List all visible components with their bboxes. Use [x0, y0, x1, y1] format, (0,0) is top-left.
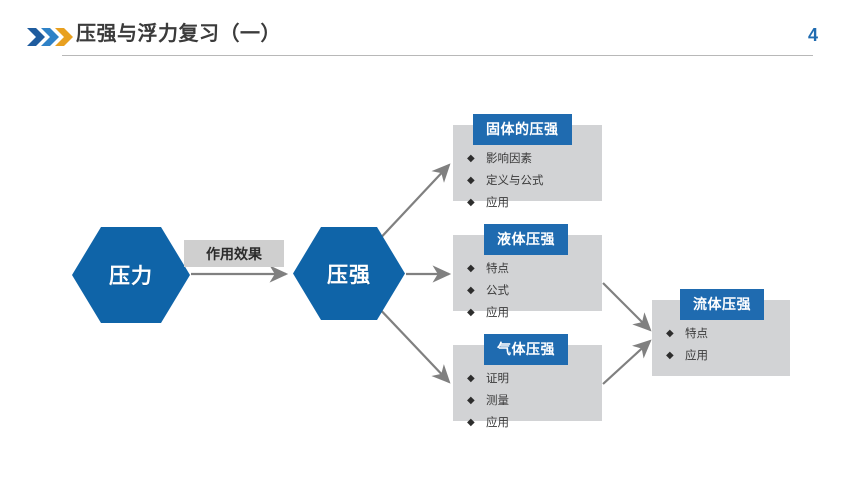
list-item: ◆ 应用 — [467, 414, 509, 432]
diamond-bullet-icon: ◆ — [467, 307, 475, 318]
card-fluid-pressure-list: ◆ 特点 ◆ 应用 — [666, 325, 708, 369]
list-item-label: 特点 — [486, 263, 509, 275]
list-item-label: 公式 — [486, 285, 509, 297]
card-fluid-pressure-title: 流体压强 — [680, 289, 764, 320]
list-item-label: 测量 — [486, 395, 509, 407]
card-gas-pressure-list: ◆ 证明 ◆ 测量 ◆ 应用 — [467, 370, 509, 436]
list-item-label: 应用 — [486, 307, 509, 319]
header-divider — [62, 55, 813, 56]
list-item-label: 应用 — [486, 197, 509, 209]
list-item: ◆ 定义与公式 — [467, 172, 544, 190]
list-item: ◆ 特点 — [666, 325, 708, 343]
node-pressure-label: 压强 — [327, 263, 371, 287]
list-item: ◆ 影响因素 — [467, 150, 544, 168]
chevron-triple-icon — [27, 27, 73, 47]
diamond-bullet-icon: ◆ — [467, 197, 475, 208]
list-item: ◆ 应用 — [467, 194, 544, 212]
card-gas-pressure-title: 气体压强 — [484, 334, 568, 365]
list-item-label: 应用 — [486, 417, 509, 429]
card-solid-pressure-title: 固体的压强 — [473, 114, 572, 145]
diamond-bullet-icon: ◆ — [467, 285, 475, 296]
list-item: ◆ 应用 — [666, 347, 708, 365]
edge-label-effect: 作用效果 — [184, 240, 284, 267]
list-item-label: 证明 — [486, 373, 509, 385]
diamond-bullet-icon: ◆ — [467, 417, 475, 428]
page-number: 4 — [807, 25, 818, 45]
diamond-bullet-icon: ◆ — [467, 263, 475, 274]
diamond-bullet-icon: ◆ — [467, 153, 475, 164]
diamond-bullet-icon: ◆ — [467, 175, 475, 186]
node-pressure[interactable]: 压强 — [293, 227, 405, 320]
list-item: ◆ 应用 — [467, 304, 509, 322]
card-solid-pressure-list: ◆ 影响因素 ◆ 定义与公式 ◆ 应用 — [467, 150, 544, 216]
page-title: 压强与浮力复习（一） — [76, 23, 281, 45]
list-item-label: 定义与公式 — [486, 175, 544, 187]
card-liquid-pressure-title: 液体压强 — [484, 224, 568, 255]
list-item: ◆ 公式 — [467, 282, 509, 300]
list-item-label: 应用 — [685, 350, 708, 362]
list-item: ◆ 测量 — [467, 392, 509, 410]
list-item-label: 特点 — [685, 328, 708, 340]
diamond-bullet-icon: ◆ — [666, 350, 674, 361]
list-item: ◆ 特点 — [467, 260, 509, 278]
diamond-bullet-icon: ◆ — [666, 328, 674, 339]
diamond-bullet-icon: ◆ — [467, 373, 475, 384]
diamond-bullet-icon: ◆ — [467, 395, 475, 406]
list-item: ◆ 证明 — [467, 370, 509, 388]
list-item-label: 影响因素 — [486, 153, 532, 165]
node-pressure-force-label: 压力 — [109, 265, 153, 288]
card-liquid-pressure-list: ◆ 特点 ◆ 公式 ◆ 应用 — [467, 260, 509, 326]
node-pressure-force[interactable]: 压力 — [72, 227, 190, 323]
